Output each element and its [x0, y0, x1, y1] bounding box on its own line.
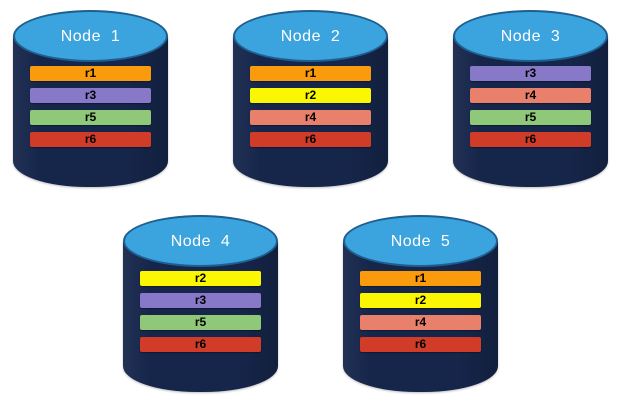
- shard-label: r3: [194, 293, 207, 307]
- shard-bar[interactable]: r1: [360, 271, 481, 286]
- shard-list: r2 r3 r5 r6: [140, 271, 261, 352]
- node-label: Node 2: [280, 28, 341, 45]
- shard-list: r1 r3 r5 r6: [30, 66, 151, 147]
- node-label: Node 4: [170, 233, 231, 250]
- shard-bar[interactable]: r2: [360, 293, 481, 308]
- cylinder-top-ellipse: [453, 10, 608, 62]
- cylinder-top-ellipse: [233, 10, 388, 62]
- shard-label: r4: [524, 88, 537, 102]
- shard-bar[interactable]: r1: [30, 66, 151, 81]
- shard-bar[interactable]: r6: [30, 132, 151, 147]
- shard-label: r6: [304, 132, 317, 146]
- database-node[interactable]: Node 5 r1 r2 r4 r6: [343, 215, 498, 396]
- shard-list: r1 r2 r4 r6: [360, 271, 481, 352]
- database-node[interactable]: Node 4 r2 r3 r5 r6: [123, 215, 278, 396]
- shard-label: r3: [524, 66, 537, 80]
- shard-label: r1: [84, 66, 97, 80]
- database-node[interactable]: Node 2 r1 r2 r4 r6: [233, 10, 388, 191]
- shard-bar[interactable]: r4: [360, 315, 481, 330]
- shard-label: r6: [84, 132, 97, 146]
- shard-bar[interactable]: r4: [470, 88, 591, 103]
- shard-bar[interactable]: r2: [140, 271, 261, 286]
- shard-bar[interactable]: r3: [140, 293, 261, 308]
- shard-label: r6: [524, 132, 537, 146]
- shard-label: r5: [524, 110, 537, 124]
- shard-bar[interactable]: r6: [140, 337, 261, 352]
- shard-bar[interactable]: r6: [360, 337, 481, 352]
- shard-bar[interactable]: r4: [250, 110, 371, 125]
- shard-bar[interactable]: r3: [30, 88, 151, 103]
- database-node[interactable]: Node 1 r1 r3 r5 r6: [13, 10, 168, 191]
- node-label: Node 5: [390, 233, 451, 250]
- shard-bar[interactable]: r6: [470, 132, 591, 147]
- shard-label: r6: [414, 337, 427, 351]
- shard-label: r2: [194, 271, 207, 285]
- shard-label: r1: [414, 271, 427, 285]
- shard-list: r1 r2 r4 r6: [250, 66, 371, 147]
- shard-label: r5: [194, 315, 207, 329]
- shard-bar[interactable]: r5: [30, 110, 151, 125]
- shard-label: r1: [304, 66, 317, 80]
- shard-label: r4: [304, 110, 317, 124]
- cylinder-top-ellipse: [343, 215, 498, 267]
- shard-label: r5: [84, 110, 97, 124]
- cylinder-top-ellipse: [123, 215, 278, 267]
- shard-bar[interactable]: r3: [470, 66, 591, 81]
- shard-bar[interactable]: r5: [470, 110, 591, 125]
- shard-bar[interactable]: r2: [250, 88, 371, 103]
- shard-label: r6: [194, 337, 207, 351]
- node-label: Node 1: [60, 28, 121, 45]
- database-node[interactable]: Node 3 r3 r4 r5 r6: [453, 10, 608, 191]
- shard-bar[interactable]: r1: [250, 66, 371, 81]
- shard-bar[interactable]: r5: [140, 315, 261, 330]
- node-label: Node 3: [500, 28, 561, 45]
- cylinder-top-ellipse: [13, 10, 168, 62]
- shard-label: r3: [84, 88, 97, 102]
- shard-label: r2: [304, 88, 317, 102]
- shard-label: r4: [414, 315, 427, 329]
- shard-bar[interactable]: r6: [250, 132, 371, 147]
- shard-label: r2: [414, 293, 427, 307]
- shard-list: r3 r4 r5 r6: [470, 66, 591, 147]
